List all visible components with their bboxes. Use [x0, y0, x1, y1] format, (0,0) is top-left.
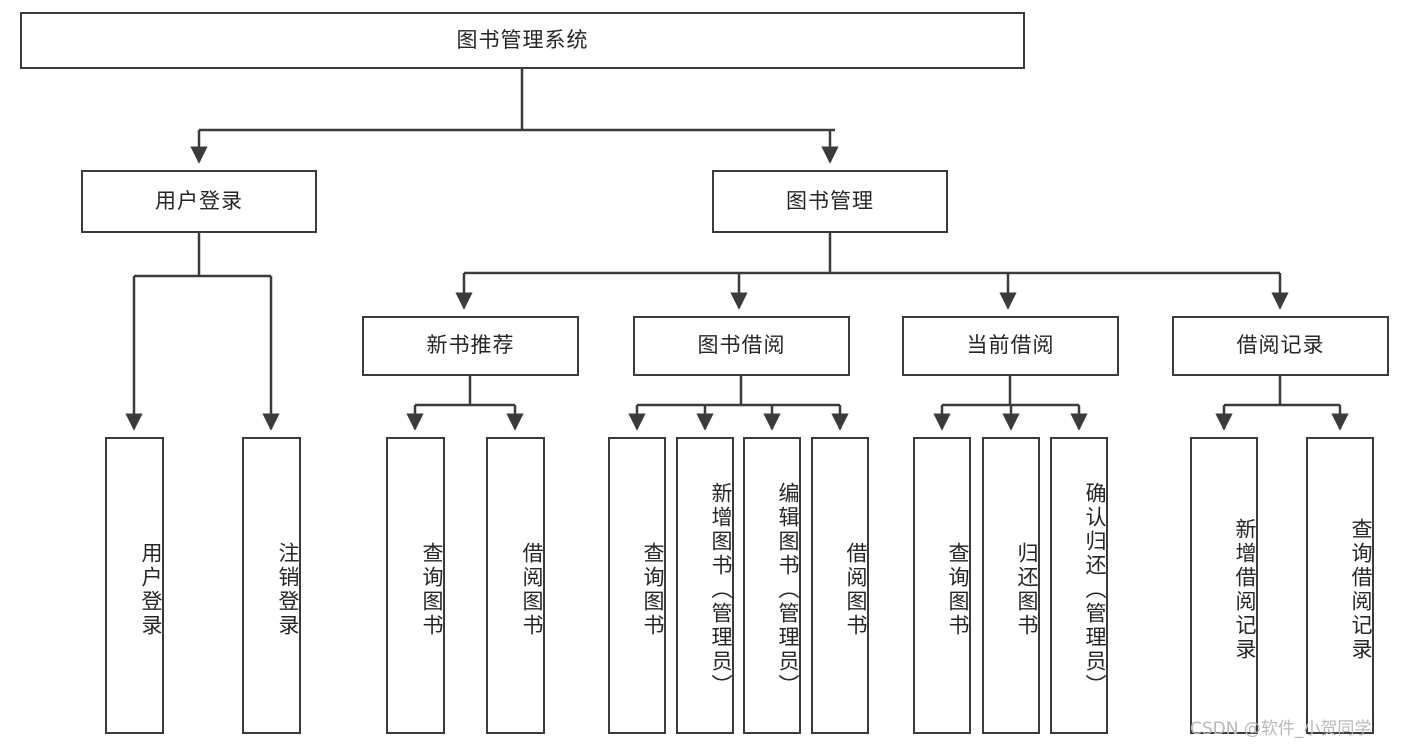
- node-borrow-record[interactable]: 借阅记录: [1172, 316, 1389, 376]
- leaf-query-book-recommend[interactable]: 查询图书: [386, 437, 445, 734]
- leaf-user-login-label: 用户登录: [139, 541, 163, 638]
- leaf-borrow-book[interactable]: 借阅图书: [811, 437, 869, 734]
- node-user-login-label: 用户登录: [155, 188, 243, 213]
- node-book-management[interactable]: 图书管理: [712, 170, 948, 233]
- node-book-management-label: 图书管理: [786, 188, 874, 213]
- leaf-logout[interactable]: 注销登录: [242, 437, 301, 734]
- leaf-query-book-borrow-label: 查询图书: [641, 541, 665, 638]
- leaf-query-book-borrow[interactable]: 查询图书: [608, 437, 666, 734]
- leaf-edit-book-admin[interactable]: 编辑图书（管理员）: [743, 437, 801, 734]
- node-new-book-recommend[interactable]: 新书推荐: [362, 316, 579, 376]
- node-current-borrow[interactable]: 当前借阅: [902, 316, 1119, 376]
- leaf-add-borrow-record[interactable]: 新增借阅记录: [1190, 437, 1258, 734]
- node-root[interactable]: 图书管理系统: [20, 12, 1025, 69]
- leaf-query-borrow-record[interactable]: 查询借阅记录: [1306, 437, 1374, 734]
- node-root-label: 图书管理系统: [456, 27, 589, 52]
- leaf-confirm-return-admin-label: 确认归还（管理员）: [1083, 481, 1107, 698]
- node-book-borrow[interactable]: 图书借阅: [633, 316, 850, 376]
- leaf-query-borrow-record-label: 查询借阅记录: [1349, 517, 1373, 662]
- leaf-add-borrow-record-label: 新增借阅记录: [1233, 517, 1257, 662]
- leaf-add-book-admin[interactable]: 新增图书（管理员）: [676, 437, 734, 734]
- node-book-borrow-label: 图书借阅: [697, 333, 786, 358]
- leaf-user-login[interactable]: 用户登录: [105, 437, 164, 734]
- leaf-confirm-return-admin[interactable]: 确认归还（管理员）: [1050, 437, 1108, 734]
- leaf-return-book[interactable]: 归还图书: [982, 437, 1040, 734]
- csdn-watermark: CSDN @软件_小贺同学: [1190, 719, 1372, 739]
- leaf-return-book-label: 归还图书: [1015, 541, 1039, 638]
- node-current-borrow-label: 当前借阅: [966, 333, 1055, 358]
- leaf-query-book-recommend-label: 查询图书: [420, 541, 444, 638]
- leaf-edit-book-admin-label: 编辑图书（管理员）: [776, 481, 800, 698]
- leaf-borrow-book-recommend[interactable]: 借阅图书: [486, 437, 545, 734]
- node-new-book-recommend-label: 新书推荐: [426, 333, 515, 358]
- leaf-borrow-book-recommend-label: 借阅图书: [520, 541, 544, 638]
- leaf-add-book-admin-label: 新增图书（管理员）: [709, 481, 733, 698]
- leaf-query-book-current[interactable]: 查询图书: [913, 437, 971, 734]
- node-user-login[interactable]: 用户登录: [81, 170, 317, 233]
- leaf-query-book-current-label: 查询图书: [946, 541, 970, 638]
- node-borrow-record-label: 借阅记录: [1236, 333, 1325, 358]
- leaf-logout-label: 注销登录: [276, 541, 300, 638]
- leaf-borrow-book-label: 借阅图书: [844, 541, 868, 638]
